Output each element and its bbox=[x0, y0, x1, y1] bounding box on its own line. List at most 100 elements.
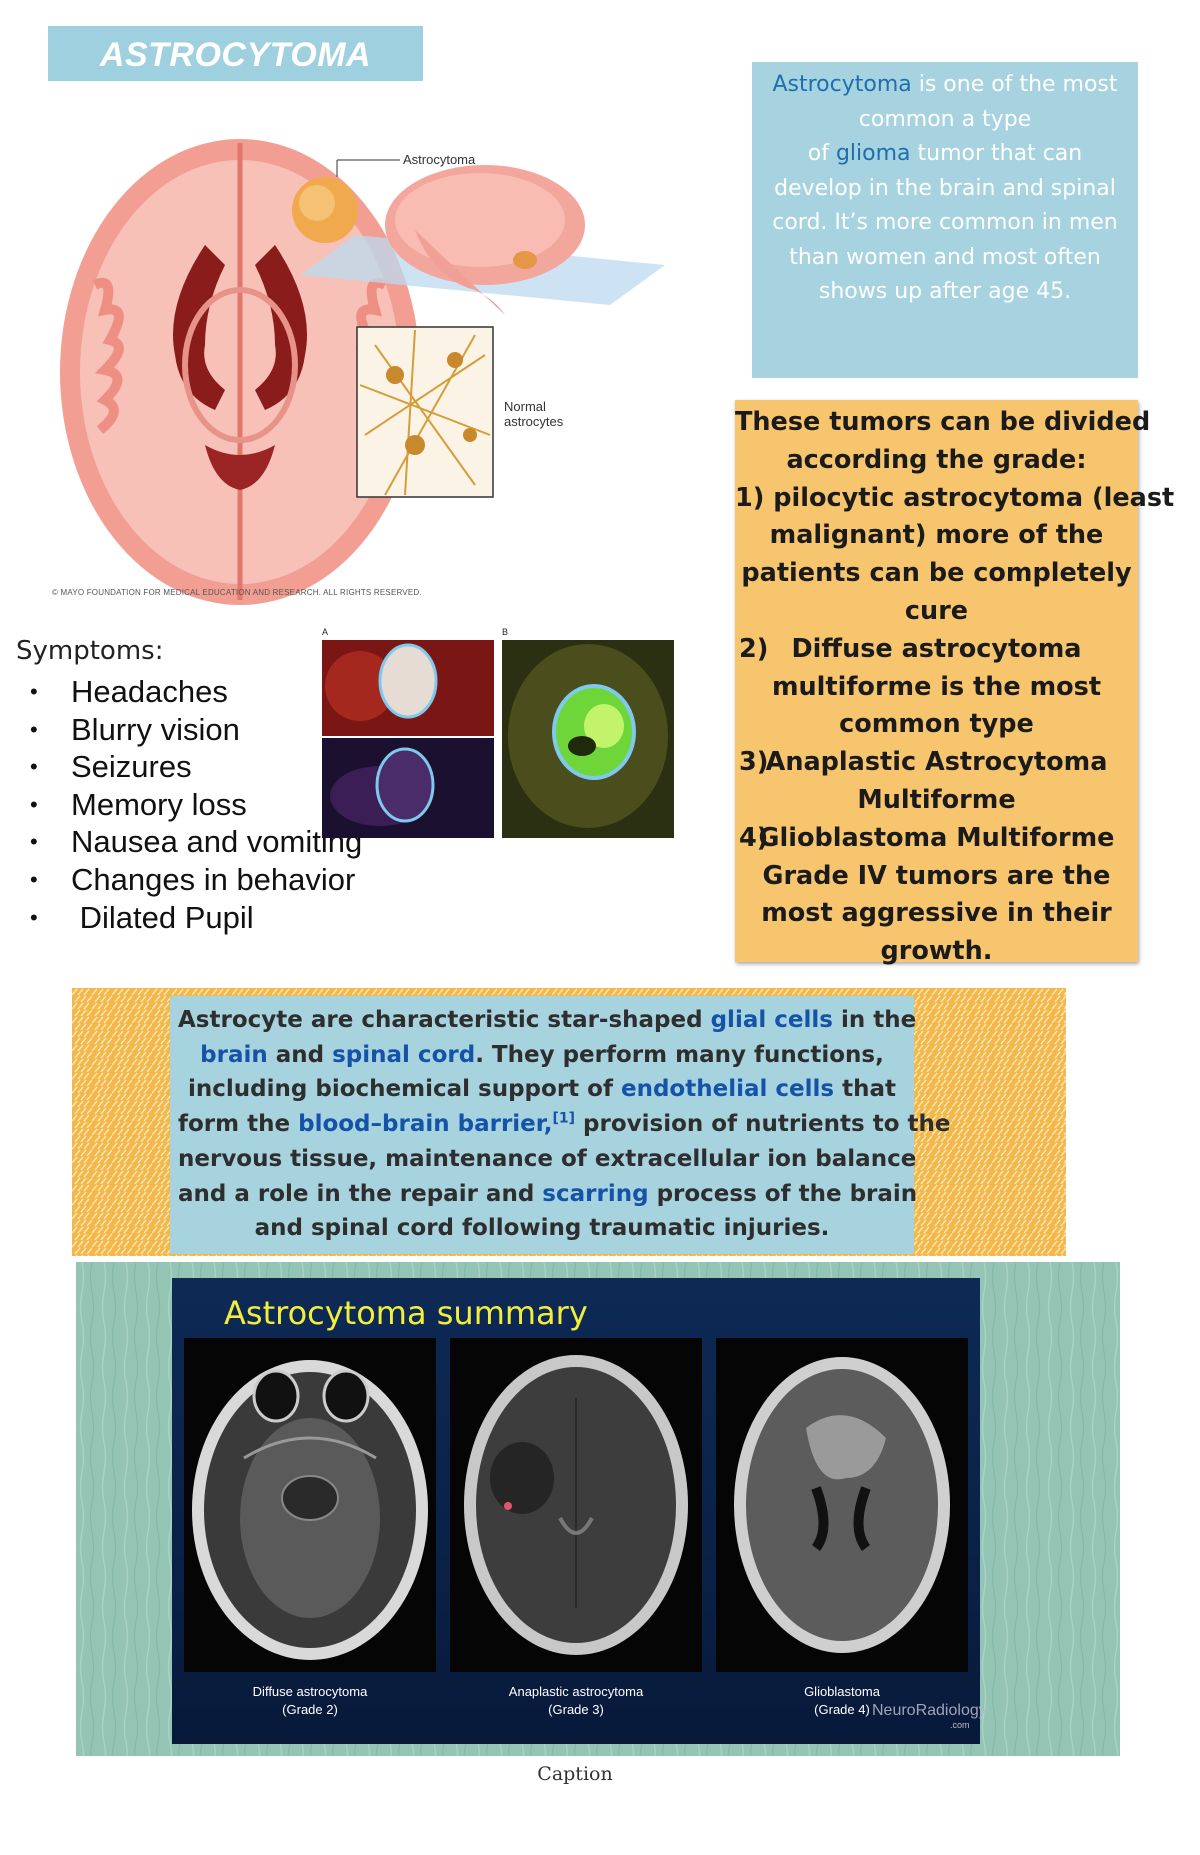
term-link[interactable]: spinal cord bbox=[332, 1041, 476, 1068]
text-span: is one of the most bbox=[911, 72, 1118, 97]
grades-box: These tumors can be divided according the… bbox=[735, 400, 1174, 966]
term-link[interactable]: endothelial cells bbox=[620, 1076, 835, 1103]
astrocyte-line: and spinal cord following traumatic inju… bbox=[178, 1211, 906, 1246]
text-span: of bbox=[807, 141, 836, 166]
term-link[interactable]: glial cells bbox=[710, 1007, 833, 1033]
bullet-icon: • bbox=[30, 754, 38, 780]
grade-line: Grade IV tumors are the bbox=[735, 858, 1138, 896]
text-span: including biochemical support of bbox=[188, 1076, 621, 1103]
grade-line: most aggressive in their bbox=[735, 895, 1138, 933]
bullet-icon: • bbox=[30, 829, 38, 855]
term-link[interactable]: scarring bbox=[542, 1180, 649, 1207]
text-span: that bbox=[834, 1076, 896, 1103]
grade-line: according the grade: bbox=[735, 442, 1138, 480]
symptom-text: Dilated Pupil bbox=[71, 899, 254, 935]
text-span: nervous tissue, maintenance of extracell… bbox=[178, 1145, 917, 1172]
intro-line: cord. It’s more common in men bbox=[758, 206, 1132, 241]
symptom-text: Seizures bbox=[71, 749, 192, 785]
text-span: Astrocyte are characteristic star-shaped bbox=[178, 1007, 711, 1033]
grade-line: patients can be completely bbox=[735, 555, 1138, 593]
symptom-text: Headaches bbox=[71, 674, 228, 709]
symptoms-heading: Symptoms: bbox=[16, 636, 164, 666]
text-span: in the bbox=[832, 1007, 917, 1033]
grade-line: multiforme is the most bbox=[735, 669, 1138, 707]
grade-line: malignant) more of the bbox=[735, 517, 1138, 555]
grade-number: 4) bbox=[739, 822, 769, 853]
intro-line: shows up after age 45. bbox=[758, 275, 1132, 310]
grade-line: These tumors can be divided bbox=[735, 404, 1150, 442]
grade-text: Multiforme bbox=[857, 785, 1016, 815]
mri-label-grade: (Grade 2) bbox=[282, 1702, 338, 1717]
astrocyte-description: Astrocyte are characteristic star-shaped… bbox=[170, 996, 950, 1254]
symptom-text: Memory loss bbox=[71, 786, 247, 822]
term-link[interactable]: glioma bbox=[835, 141, 911, 166]
mri-label: Anaplastic astrocytoma (Grade 3) bbox=[450, 1683, 702, 1719]
term-link[interactable]: blood–brain barrier, bbox=[298, 1111, 553, 1138]
term-link[interactable]: Astrocytoma bbox=[772, 72, 912, 97]
image-caption: Caption bbox=[537, 1763, 613, 1785]
astrocyte-line: Astrocyte are characteristic star-shaped… bbox=[178, 1003, 916, 1038]
grade-text: growth. bbox=[880, 936, 993, 967]
mri-scan-grade-3 bbox=[450, 1338, 702, 1672]
text-span: cord. It’s more common in men bbox=[772, 210, 1118, 235]
brain-illustration: Astrocytoma Normal astrocytes bbox=[60, 139, 665, 605]
text-span: form the bbox=[178, 1111, 299, 1138]
photo-a-top bbox=[322, 640, 494, 736]
grade-number: 3) bbox=[739, 747, 769, 778]
image-credit: © MAYO FOUNDATION FOR MEDICAL EDUCATION … bbox=[52, 588, 422, 597]
grade-number: 2) bbox=[739, 633, 769, 664]
grade-text: common type bbox=[839, 709, 1034, 740]
symptom-text: Blurry vision bbox=[71, 711, 240, 747]
tumor-mass bbox=[292, 177, 358, 243]
mri-scan-grade-4 bbox=[716, 1338, 968, 1672]
tumor-label: Astrocytoma bbox=[403, 152, 476, 167]
summary-title: Astrocytoma summary bbox=[224, 1294, 588, 1332]
watermark-suffix: .com bbox=[950, 1720, 970, 1730]
astrocyte-line: form the blood–brain barrier,[1] provisi… bbox=[178, 1107, 950, 1142]
astrocyte-line: brain and spinal cord. They perform many… bbox=[178, 1038, 906, 1073]
grade-line: 1) pilocytic astrocytoma (least bbox=[735, 480, 1174, 518]
text-span: tumor that can bbox=[910, 141, 1083, 166]
mri-label: Glioblastoma(Grade 4) bbox=[716, 1683, 968, 1719]
astrocyte-line: nervous tissue, maintenance of extracell… bbox=[178, 1142, 916, 1177]
photo-label-b: B bbox=[502, 627, 508, 637]
normal-astrocytes-inset bbox=[356, 326, 494, 498]
term-link[interactable]: brain bbox=[200, 1041, 268, 1068]
grade-line: common type bbox=[735, 706, 1138, 744]
text-span: shows up after age 45. bbox=[818, 279, 1072, 304]
watermark: NeuroRadiology bbox=[872, 1702, 987, 1719]
normal-label-2: astrocytes bbox=[504, 414, 564, 429]
intro-text: Astrocytoma is one of the most common a t… bbox=[758, 68, 1132, 310]
text-span: than women and most often bbox=[789, 244, 1101, 270]
grade-text: Anaplastic Astrocytoma bbox=[765, 747, 1108, 778]
photo-a-bottom bbox=[322, 738, 494, 838]
bullet-icon: • bbox=[30, 679, 38, 704]
grade-text: according the grade: bbox=[786, 444, 1087, 475]
normal-label-1: Normal bbox=[504, 399, 546, 414]
grade-text: multiforme is the most bbox=[771, 671, 1102, 702]
text-span: develop in the brain and spinal bbox=[774, 175, 1116, 201]
mri-label-name: Anaplastic astrocytoma bbox=[508, 1684, 644, 1699]
text-span: and bbox=[267, 1041, 333, 1068]
grade-text: Grade IV tumors are the bbox=[762, 860, 1111, 891]
grade-text: malignant) more of the bbox=[769, 520, 1104, 551]
grade-line: Multiforme bbox=[735, 782, 1138, 820]
grade-text: Diffuse astrocytoma bbox=[791, 633, 1082, 664]
intro-line: common a type bbox=[758, 103, 1132, 138]
grade-text: most aggressive in their bbox=[761, 898, 1112, 929]
astrocyte-line: and a role in the repair and scarring pr… bbox=[178, 1177, 917, 1212]
citation-ref[interactable]: [1] bbox=[552, 1110, 576, 1127]
text-span: provision of nutrients to the bbox=[575, 1111, 951, 1138]
grade-text: cure bbox=[904, 596, 969, 626]
grade-text: These tumors can be divided bbox=[735, 407, 1151, 437]
grade-text: patients can be completely bbox=[741, 558, 1132, 589]
text-span: and a role in the repair and bbox=[178, 1180, 543, 1207]
symptom-text: Changes in behavior bbox=[71, 861, 356, 897]
bullet-icon: • bbox=[30, 791, 38, 817]
grade-text: Glioblastoma Multiforme bbox=[758, 822, 1115, 853]
summary-panel: Astrocytoma summary Diffuse astrocytoma(… bbox=[172, 1278, 987, 1744]
mri-label-grade: (Grade 3) bbox=[548, 1702, 604, 1717]
bullet-icon: • bbox=[30, 716, 38, 742]
bullet-icon: • bbox=[30, 904, 38, 930]
